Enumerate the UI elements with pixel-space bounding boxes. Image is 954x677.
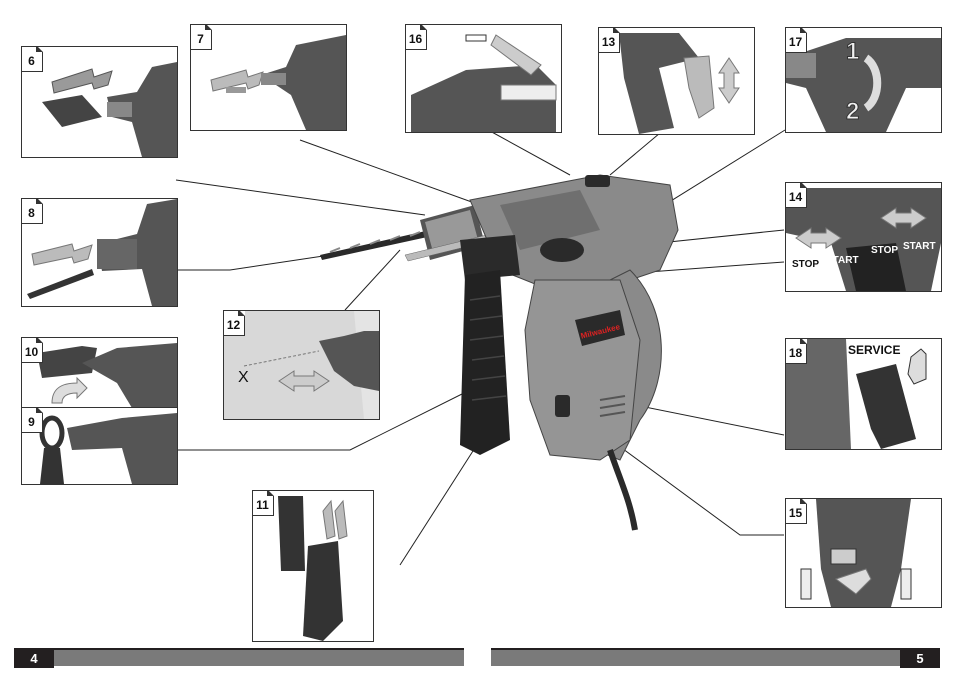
figure-16-illustration xyxy=(411,34,557,132)
figure-18-service-label: SERVICE xyxy=(848,343,901,357)
figure-7-illustration xyxy=(210,35,346,130)
figure-15-panel: 15 xyxy=(785,498,942,608)
figure-11-number: 11 xyxy=(253,491,274,516)
brand-logo: Milwaukee xyxy=(575,310,625,346)
figure-12-depth-label: X xyxy=(238,369,249,386)
figure-9-illustration xyxy=(39,413,177,484)
figure-14-illustration xyxy=(786,188,941,291)
figure-6-illustration xyxy=(42,62,177,157)
figure-16-panel: 16 xyxy=(405,24,562,133)
figure-14-start-label-2: START xyxy=(903,241,936,252)
figure-17-step-1: 1 xyxy=(845,38,860,66)
figure-16-number: 16 xyxy=(406,25,427,50)
figure-8-number: 8 xyxy=(22,199,43,224)
figure-10-number: 10 xyxy=(22,338,43,363)
figure-14-panel: STOP START STOP START 14 xyxy=(785,182,942,292)
figure-18-number: 18 xyxy=(786,339,807,364)
figure-9-panel: 9 xyxy=(21,407,178,485)
figure-7-panel: 7 xyxy=(190,24,347,131)
figure-11-panel: 11 xyxy=(252,490,374,642)
footer-bar-right xyxy=(491,650,900,666)
hero-drill-illustration: Milwaukee xyxy=(320,174,679,531)
figure-17-illustration xyxy=(786,38,941,132)
figure-11-illustration xyxy=(278,496,348,641)
figure-15-illustration xyxy=(800,499,912,607)
figure-13-number: 13 xyxy=(599,28,620,53)
figure-8-illustration xyxy=(27,199,177,306)
figure-6-number: 6 xyxy=(22,47,43,72)
figure-13-panel: 13 xyxy=(598,27,755,135)
figure-17-step-2: 2 xyxy=(845,98,860,126)
footer-rule-left xyxy=(14,648,464,650)
figure-14-start-label-1: START xyxy=(826,255,859,266)
figure-12-illustration xyxy=(224,311,379,419)
figure-14-stop-label-2: STOP xyxy=(871,245,899,256)
figure-14-stop-label-1: STOP xyxy=(792,259,820,270)
figure-17-panel: 1 2 17 xyxy=(785,27,942,133)
figure-9-number: 9 xyxy=(22,408,43,433)
figure-18-panel: SERVICE 18 xyxy=(785,338,942,450)
figure-8-panel: 8 xyxy=(21,198,178,307)
figure-15-number: 15 xyxy=(786,499,807,524)
page-number-left: 4 xyxy=(14,648,54,668)
drill-bit xyxy=(320,230,432,260)
figure-10-illustration xyxy=(37,343,177,408)
footer-bar-left xyxy=(54,650,464,666)
side-handle xyxy=(460,235,520,455)
figure-6-panel: 6 xyxy=(21,46,178,158)
page-number-right: 5 xyxy=(900,648,940,668)
figure-18-illustration xyxy=(786,339,927,449)
figure-7-number: 7 xyxy=(191,25,212,50)
footer-rule-right xyxy=(491,648,940,650)
figure-10-panel: 10 xyxy=(21,337,178,409)
figure-17-number: 17 xyxy=(786,28,807,53)
figure-13-illustration xyxy=(619,33,740,134)
figure-12-panel: X 12 xyxy=(223,310,380,420)
figure-14-number: 14 xyxy=(786,183,807,208)
figure-12-number: 12 xyxy=(224,311,245,336)
